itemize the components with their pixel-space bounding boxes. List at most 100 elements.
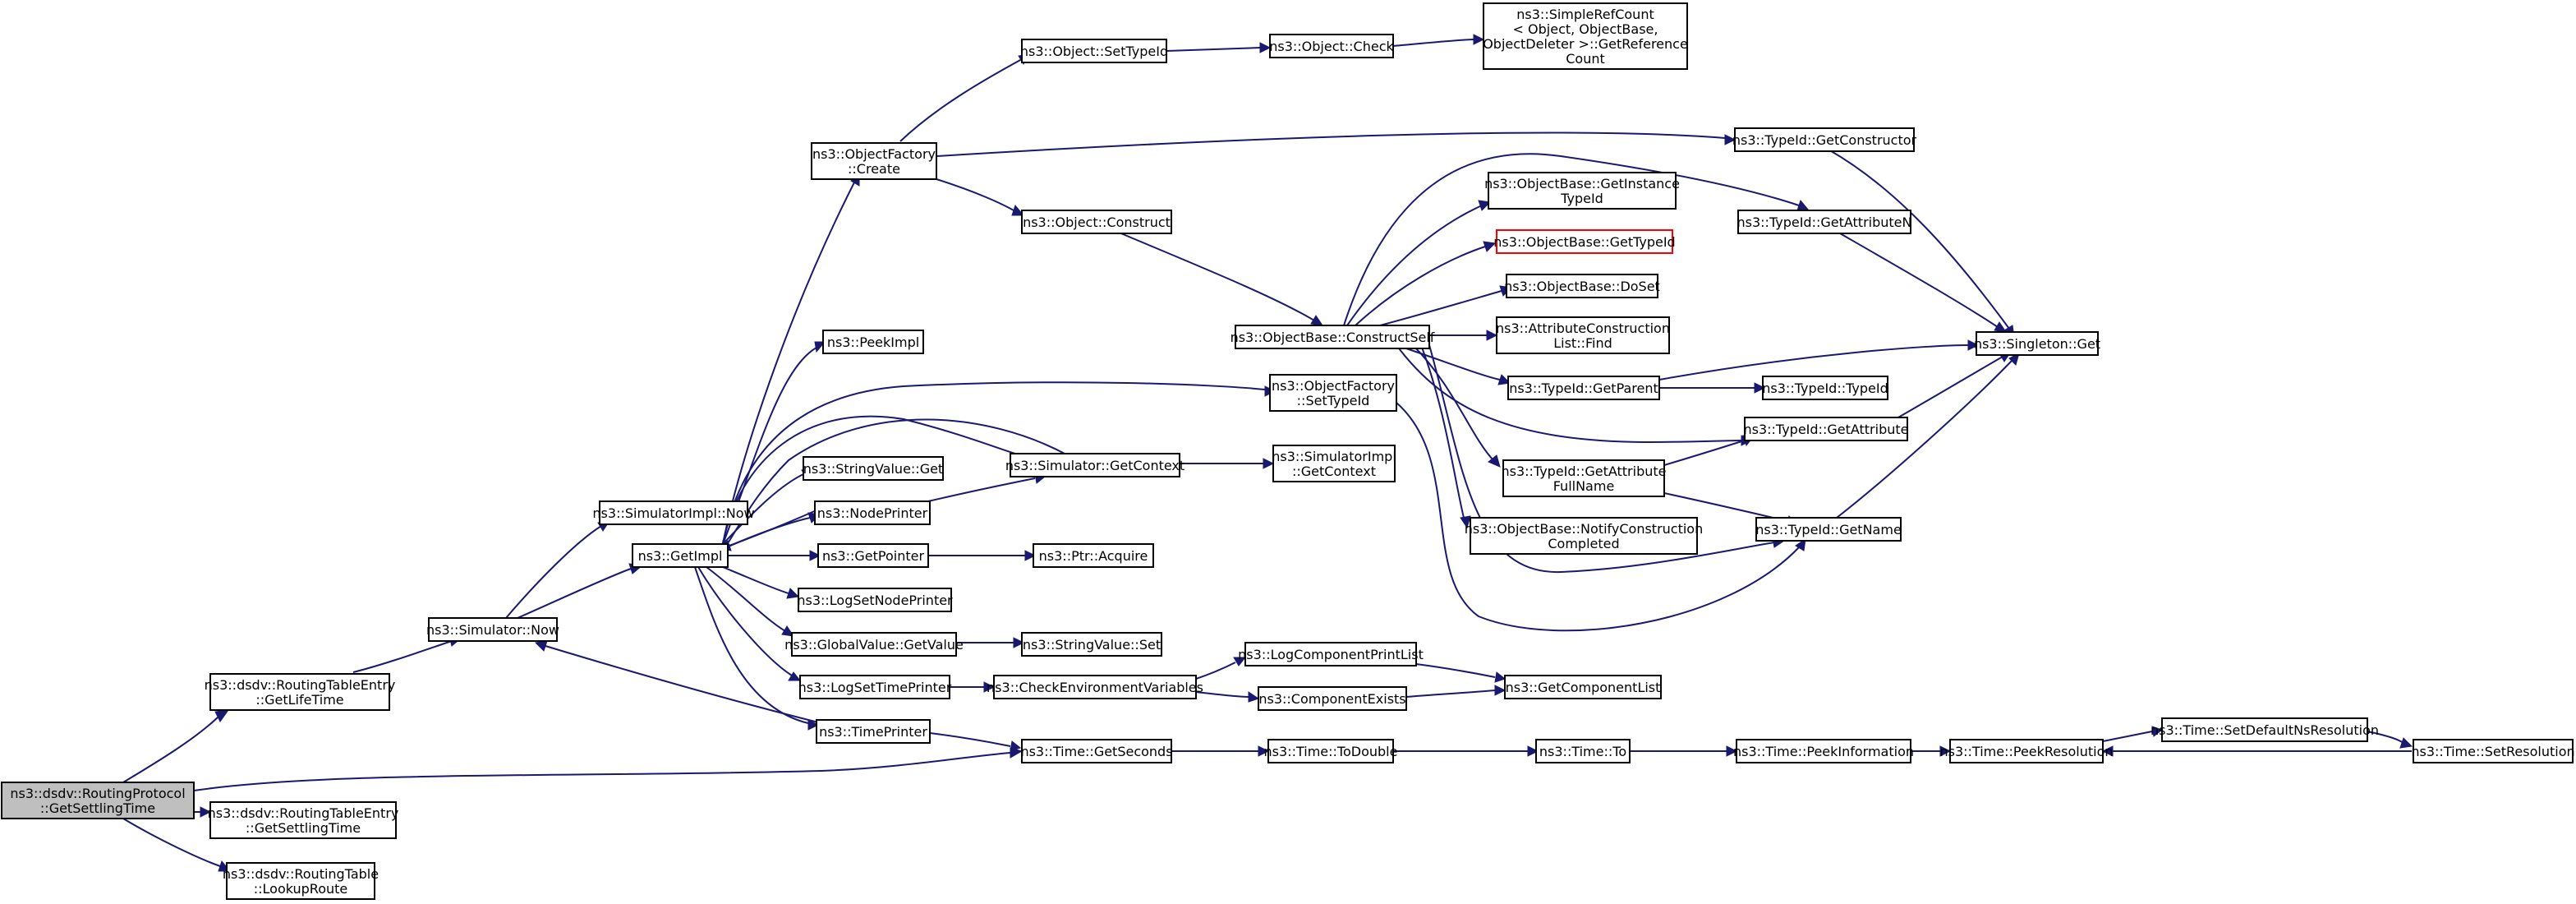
node-box[interactable] <box>1258 686 1407 711</box>
function-node-rte-settling[interactable]: ns3::dsdv::RoutingTableEntry::GetSettlin… <box>208 801 399 839</box>
node-box[interactable] <box>1269 34 1394 58</box>
node-box[interactable] <box>1488 172 1677 210</box>
node-box[interactable] <box>1033 543 1154 568</box>
node-box[interactable] <box>1021 632 1162 657</box>
function-node-getimpl[interactable]: ns3::GetImpl <box>632 543 729 568</box>
function-node-tid-getconstructor[interactable]: ns3::TypeId::GetConstructor <box>1732 127 1917 152</box>
node-box[interactable] <box>1021 739 1172 763</box>
function-node-logcompprintlist[interactable]: ns3::LogComponentPrintList <box>1238 642 1424 666</box>
node-box[interactable] <box>1502 459 1665 497</box>
node-box[interactable] <box>1762 376 1888 400</box>
node-box[interactable] <box>1734 127 1915 152</box>
node-box[interactable] <box>816 719 931 744</box>
function-node-checkenv[interactable]: ns3::CheckEnvironmentVariables <box>987 675 1203 699</box>
function-node-obj-check[interactable]: ns3::Object::Check <box>1269 34 1395 58</box>
function-node-tid-getattribute[interactable]: ns3::TypeId::GetAttribute <box>1743 417 1909 441</box>
node-box[interactable] <box>1269 374 1397 412</box>
node-box[interactable] <box>1535 739 1631 763</box>
node-box[interactable] <box>1244 642 1417 666</box>
function-node-ob-notifyconstruction[interactable]: ns3::ObjectBase::NotifyConstructionCompl… <box>1465 517 1703 555</box>
node-box[interactable] <box>209 801 397 839</box>
node-box[interactable] <box>1507 376 1660 400</box>
function-node-globalvalue-getvalue[interactable]: ns3::GlobalValue::GetValue <box>784 632 964 657</box>
function-node-obj-settypeid[interactable]: ns3::Object::SetTypeId <box>1020 39 1168 63</box>
node-box[interactable] <box>1010 453 1180 477</box>
function-node-logsettimeprinter[interactable]: ns3::LogSetTimePrinter <box>798 675 952 699</box>
function-node-root[interactable]: ns3::dsdv::RoutingProtocol::GetSettlingT… <box>1 782 195 819</box>
node-box[interactable] <box>814 500 931 525</box>
function-node-rt-lookup[interactable]: ns3::dsdv::RoutingTable::LookupRoute <box>223 862 379 900</box>
node-box[interactable] <box>1470 517 1698 555</box>
function-node-tid-getattributen[interactable]: ns3::TypeId::GetAttributeN <box>1737 210 1912 234</box>
function-node-tid-getname[interactable]: ns3::TypeId::GetName <box>1755 517 1902 542</box>
node-box[interactable] <box>1483 2 1688 70</box>
node-box[interactable] <box>1949 739 2104 763</box>
function-node-time-getseconds[interactable]: ns3::Time::GetSeconds <box>1020 739 1173 763</box>
node-box[interactable] <box>817 543 929 568</box>
node-box[interactable] <box>1021 210 1172 234</box>
function-node-time-setdefaultnsres[interactable]: ns3::Time::SetDefaultNsResolution <box>2150 717 2379 742</box>
node-box[interactable] <box>1744 417 1908 441</box>
node-box[interactable] <box>1496 229 1673 254</box>
function-node-compexists[interactable]: ns3::ComponentExists <box>1258 686 1407 711</box>
function-node-time-todouble[interactable]: ns3::Time::ToDouble <box>1264 739 1398 763</box>
node-box[interactable] <box>803 456 944 481</box>
function-node-singleton-get[interactable]: ns3::Singleton::Get <box>1974 331 2100 356</box>
node-box[interactable] <box>1235 325 1430 349</box>
function-node-ob-doset[interactable]: ns3::ObjectBase::DoSet <box>1504 274 1660 298</box>
function-node-simimpl-getcontext[interactable]: ns3::SimulatorImpl::GetContext <box>1272 445 1396 482</box>
node-box[interactable] <box>632 543 729 568</box>
node-box[interactable] <box>1267 739 1394 763</box>
function-node-of-settypeid[interactable]: ns3::ObjectFactory::SetTypeId <box>1269 374 1397 412</box>
function-node-obj-construct[interactable]: ns3::Object::Construct <box>1021 210 1172 234</box>
function-node-ob-gettypeid[interactable]: ns3::ObjectBase::GetTypeId <box>1493 229 1676 254</box>
function-node-getcomponentlist[interactable]: ns3::GetComponentList <box>1504 675 1662 699</box>
node-box[interactable] <box>791 632 957 657</box>
function-node-time-setresolution[interactable]: ns3::Time::SetResolution <box>2411 739 2575 763</box>
function-node-peekimpl[interactable]: ns3::PeekImpl <box>822 330 924 354</box>
function-node-nodeprinter[interactable]: ns3::NodePrinter <box>814 500 931 525</box>
function-node-sim-now[interactable]: ns3::Simulator::Now <box>426 617 559 642</box>
function-node-logsetnodeprinter[interactable]: ns3::LogSetNodePrinter <box>797 588 953 612</box>
node-box[interactable] <box>1496 316 1670 354</box>
node-box[interactable] <box>1504 675 1662 699</box>
node-box[interactable] <box>811 142 937 180</box>
node-box[interactable] <box>1976 331 2099 356</box>
node-box[interactable] <box>2161 717 2368 742</box>
node-box[interactable] <box>1737 210 1911 234</box>
node-box[interactable] <box>1736 739 1911 763</box>
node-box[interactable] <box>822 330 924 354</box>
function-node-tid-getparent[interactable]: ns3::TypeId::GetParent <box>1507 376 1660 400</box>
function-node-simimpl-now[interactable]: ns3::SimulatorImpl::Now <box>592 500 755 525</box>
function-node-time-peekinformation[interactable]: ns3::Time::PeekInformation <box>1733 739 1914 763</box>
function-node-stringvalue-set[interactable]: ns3::StringValue::Set <box>1021 632 1162 657</box>
node-box[interactable] <box>1272 445 1396 482</box>
node-box[interactable] <box>993 675 1197 699</box>
node-box[interactable] <box>799 675 950 699</box>
node-box[interactable] <box>2413 739 2574 763</box>
function-node-stringvalue-get[interactable]: ns3::StringValue::Get <box>803 456 944 481</box>
node-box[interactable] <box>1755 517 1902 542</box>
function-node-timeprinter[interactable]: ns3::TimePrinter <box>816 719 931 744</box>
node-box[interactable] <box>226 862 375 900</box>
function-node-tid-typeid[interactable]: ns3::TypeId::TypeId <box>1762 376 1888 400</box>
function-node-rte-lifetime[interactable]: ns3::dsdv::RoutingTableEntry::GetLifeTim… <box>205 673 396 711</box>
node-box[interactable] <box>798 588 952 612</box>
node-box[interactable] <box>599 500 748 525</box>
function-node-time-to[interactable]: ns3::Time::To <box>1535 739 1631 763</box>
function-node-ob-constructself[interactable]: ns3::ObjectBase::ConstructSelf <box>1230 325 1435 349</box>
function-node-ptr-acquire[interactable]: ns3::Ptr::Acquire <box>1033 543 1154 568</box>
node-box[interactable] <box>1021 39 1167 63</box>
function-node-simplerefcount[interactable]: ns3::SimpleRefCount< Object, ObjectBase,… <box>1483 2 1688 70</box>
node-box[interactable] <box>1506 274 1658 298</box>
node-box[interactable] <box>428 617 558 642</box>
function-node-time-peekresolution[interactable]: ns3::Time::PeekResolution <box>1939 739 2114 763</box>
function-node-of-create[interactable]: ns3::ObjectFactory::Create <box>811 142 937 180</box>
function-node-sim-getcontext[interactable]: ns3::Simulator::GetContext <box>1005 453 1184 477</box>
node-box[interactable] <box>1 782 195 819</box>
function-node-getpointer[interactable]: ns3::GetPointer <box>817 543 929 568</box>
node-box[interactable] <box>209 673 390 711</box>
